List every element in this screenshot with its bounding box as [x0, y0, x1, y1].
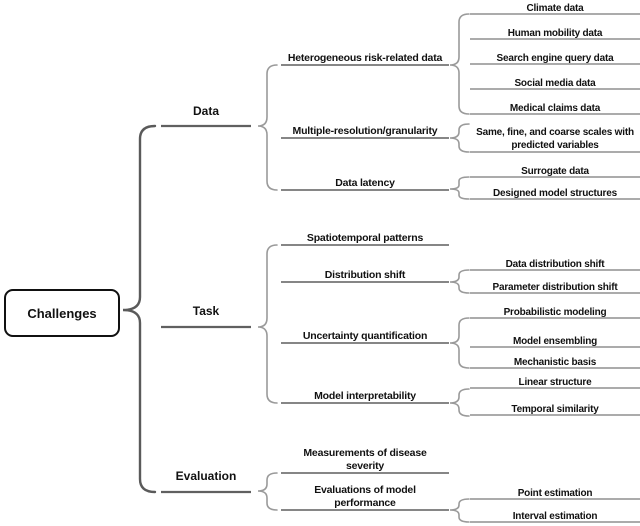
leaf-human-mobility: Human mobility data	[507, 28, 603, 39]
leaf-linear-structure: Linear structure	[518, 377, 592, 388]
category-data: Data	[192, 104, 220, 118]
leaf-interval-estimation: Interval estimation	[512, 511, 598, 522]
leaf-probabilistic-modeling: Probabilistic modeling	[503, 307, 607, 318]
category-task: Task	[192, 304, 220, 318]
distribution-shift-leaves-brace	[449, 269, 470, 294]
mid-data-latency: Data latency	[335, 177, 395, 189]
interpretability-leaves-brace	[449, 388, 470, 417]
leaf-parameter-distribution-shift: Parameter distribution shift	[492, 282, 618, 293]
mid-measurements-severity: Measurements of disease severity	[303, 447, 427, 472]
leaf-same-fine-coarse: Same, fine, and coarse scales with predi…	[476, 127, 634, 151]
heterogeneous-leaves-brace	[449, 13, 470, 115]
leaf-mechanistic-basis: Mechanistic basis	[513, 357, 597, 368]
evaluation-children-brace	[257, 472, 278, 511]
task-children-brace	[257, 244, 278, 404]
multiresolution-leaves-brace	[449, 123, 470, 153]
mid-distribution-shift: Distribution shift	[324, 269, 406, 281]
category-evaluation: Evaluation	[175, 469, 237, 483]
leaf-model-ensembling: Model ensembling	[512, 336, 598, 347]
uncertainty-leaves-brace	[449, 317, 470, 369]
leaf-point-estimation: Point estimation	[517, 488, 593, 499]
leaf-designed-structures: Designed model structures	[493, 188, 617, 199]
mid-eval-performance: Evaluations of model performance	[314, 484, 416, 509]
data-latency-leaves-brace	[449, 176, 470, 200]
eval-performance-leaves-brace	[449, 498, 470, 523]
leaf-surrogate-data: Surrogate data	[521, 166, 589, 177]
leaf-temporal-similarity: Temporal similarity	[511, 404, 599, 415]
leaf-social-media: Social media data	[514, 78, 596, 89]
mid-heterogeneous-data: Heterogeneous risk-related data	[287, 52, 443, 64]
leaf-search-engine-query: Search engine query data	[496, 53, 614, 64]
mid-spatiotemporal: Spatiotemporal patterns	[306, 232, 424, 244]
mid-interpretability: Model interpretability	[314, 390, 416, 402]
main-brace	[122, 124, 157, 494]
leaf-climate-data: Climate data	[526, 3, 584, 14]
data-children-brace	[257, 64, 278, 191]
root-label: Challenges	[27, 305, 97, 321]
leaf-medical-claims: Medical claims data	[509, 103, 601, 114]
leaf-data-distribution-shift: Data distribution shift	[505, 259, 605, 270]
mid-multiresolution: Multiple-resolution/granularity	[292, 125, 438, 137]
root-node-challenges: Challenges	[4, 289, 120, 337]
mid-uncertainty: Uncertainty quantification	[302, 330, 428, 342]
